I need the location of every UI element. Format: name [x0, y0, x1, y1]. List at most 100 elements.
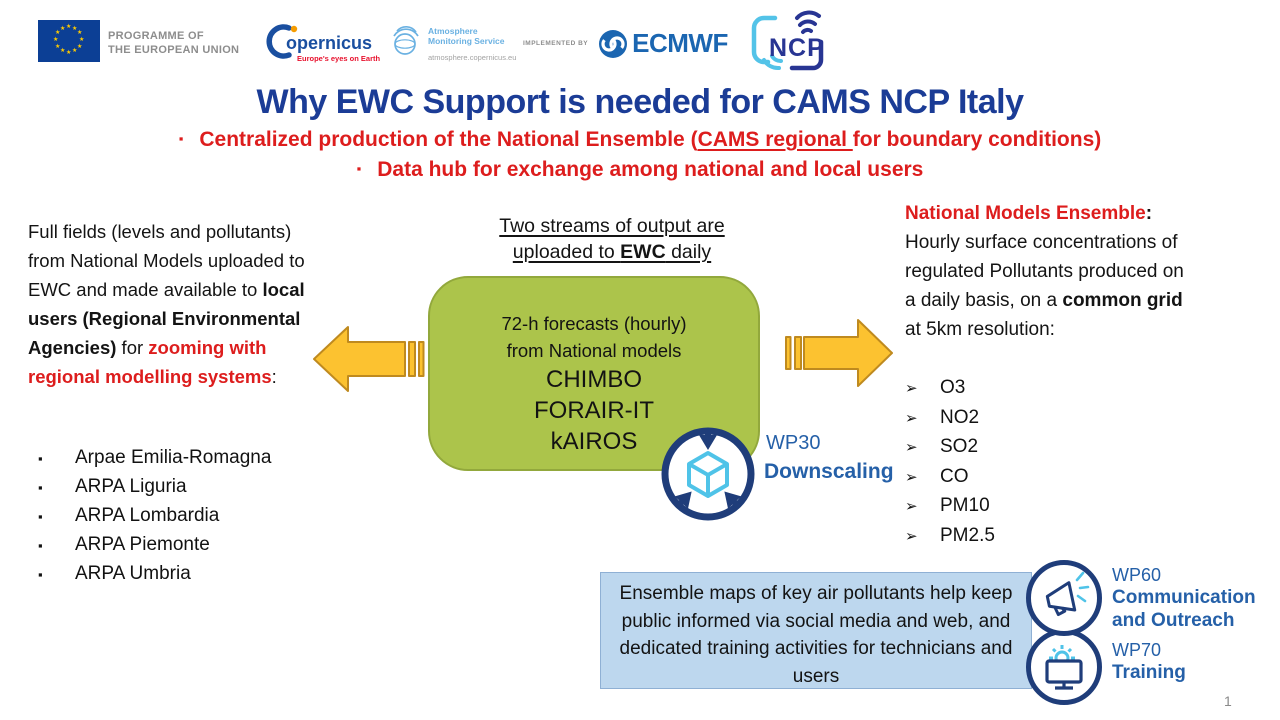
copernicus-swoosh-icon [266, 24, 292, 59]
list-item: ➢ SO2 [905, 436, 995, 466]
ecmwf-wordmark: ECMWF [632, 28, 728, 58]
page-title: Why EWC Support is needed for CAMS NCP I… [256, 83, 1025, 121]
cams-globe-icon [393, 25, 419, 55]
green-box-line1: 72-h forecasts (hourly) [501, 313, 687, 334]
eu-star-icon: ★ [60, 26, 66, 32]
copernicus-wordmark: opernicus [286, 33, 372, 53]
wp60-code: WP60 [1112, 565, 1162, 585]
key-point-1-post: for boundary conditions) [852, 128, 1102, 151]
pollutant-name: SO2 [940, 436, 979, 457]
page-number: 1 [1224, 693, 1232, 709]
eu-star-icon: ★ [77, 30, 83, 36]
eu-star-icon: ★ [72, 48, 78, 54]
eu-star-icon: ★ [66, 24, 72, 30]
pollutant-name: NO2 [940, 406, 980, 428]
cams-service-name: Atmosphere Monitoring Service [428, 26, 505, 46]
wp70-label: Training [1112, 662, 1186, 683]
ecmwf-globe-icon [599, 29, 628, 58]
arrow-bullet-icon: ➢ [905, 498, 918, 515]
eu-programme-line1: PROGRAMME OF [108, 30, 204, 42]
list-item: ▪ ARPA Piemonte [38, 534, 271, 563]
agency-name: ARPA Lombardia [75, 505, 220, 526]
callout-box: Ensemble maps of key air pollutants help… [600, 572, 1032, 689]
agency-list: ▪ Arpae Emilia-Romagna ▪ ARPA Liguria ▪ ARP… [38, 447, 271, 592]
key-point-1-underlined: CAMS regional [697, 128, 853, 151]
agency-name: Arpae Emilia-Romagna [75, 447, 272, 468]
square-bullet-icon: ▪ [38, 451, 43, 466]
right-intro-paragraph: National Models Ensemble: Hourly surface… [905, 199, 1190, 344]
square-bullet-icon: ▪ [356, 161, 362, 176]
eu-programme-text: PROGRAMME OF THE EUROPEAN UNION [108, 29, 239, 57]
square-bullet-icon: ▪ [38, 567, 43, 582]
agency-name: ARPA Piemonte [75, 534, 210, 555]
left-intro-paragraph: Full fields (levels and pollutants) from… [28, 217, 320, 391]
arrow-bullet-icon: ➢ [905, 409, 918, 427]
cams-service-line1: Atmosphere [428, 26, 478, 36]
list-item: ➢ PM10 [905, 495, 995, 525]
wp30-code: WP30 [766, 432, 821, 454]
striped-arrow-left-icon [313, 326, 425, 392]
ncp-left-bracket-icon [751, 15, 778, 65]
key-point-2-text: Data hub for exchange among national and… [377, 158, 924, 181]
ncp-right-bracket-icon [789, 39, 824, 71]
training-icon [1026, 629, 1102, 705]
square-bullet-icon: ▪ [178, 131, 184, 146]
center-heading-line2-pre: uploaded to [512, 241, 621, 263]
eu-flag-logo: ★ ★ ★ ★ ★ ★ ★ ★ ★ ★ ★ ★ [38, 20, 100, 62]
eu-star-icon: ★ [55, 30, 61, 36]
left-intro-seg2: for [116, 337, 149, 358]
center-heading: Two streams of output are uploaded to EW… [452, 213, 772, 265]
copernicus-sun-icon [290, 25, 298, 33]
model-name: CHIMBO [546, 366, 642, 393]
ncp-signal-top-icon [795, 10, 821, 34]
pollutant-name: PM2.5 [940, 524, 995, 546]
wp60-wp70-icons [1026, 560, 1102, 705]
eu-star-icon: ★ [66, 50, 72, 56]
right-heading-colon: : [1145, 203, 1153, 224]
wp60-label-line1: Communication [1112, 587, 1256, 608]
center-heading-line2-post: daily [665, 241, 712, 263]
agency-name: ARPA Liguria [75, 476, 187, 497]
list-item: ➢O3 [905, 377, 995, 407]
left-intro-seg1: Full fields (levels and pollutants) from… [28, 221, 305, 300]
key-point-1: ▪ Centralized production of the National … [0, 128, 1280, 152]
list-item: ➢ NO2 [905, 407, 995, 437]
eu-star-icon: ★ [79, 37, 85, 43]
left-intro-seg3: : [271, 366, 277, 387]
pollutant-list: ➢O3 ➢NO2 ➢SO2 ➢CO ➢PM10 ➢PM2.5 [905, 377, 995, 554]
cams-url: atmosphere.copernicus.eu [428, 53, 517, 62]
pollutant-name: PM10 [940, 495, 990, 516]
copernicus-logo: opernicus [266, 24, 372, 59]
center-heading-line2-bold: EWC [620, 241, 666, 263]
megaphone-icon [1026, 560, 1102, 636]
list-item: ➢CO [905, 466, 995, 496]
agency-name: ARPA Umbria [75, 563, 191, 584]
eu-star-icon: ★ [72, 26, 78, 32]
ncp-signal-bottom-icon [762, 54, 783, 71]
center-heading-line1: Two streams of output are [499, 215, 725, 237]
ncp-logo: NCP [751, 10, 825, 71]
downscaling-cube-icon [661, 427, 755, 521]
arrow-bullet-icon: ➢ [905, 439, 918, 456]
ncp-wordmark: NCP [769, 34, 825, 62]
copernicus-tagline: Europe's eyes on Earth [297, 54, 381, 63]
left-intro-red-bold: zooming with regional modelling systems [28, 337, 272, 387]
eu-star-icon: ★ [77, 44, 83, 50]
key-point-1-pre: Centralized production of the National E… [199, 128, 698, 151]
right-body-seg2: at 5km resolution: [905, 319, 1055, 340]
eu-star-icon: ★ [55, 44, 61, 50]
left-intro-bold: local users (Regional Environmental Agen… [28, 279, 305, 358]
square-bullet-icon: ▪ [38, 538, 43, 553]
square-bullet-icon: ▪ [38, 509, 43, 524]
right-heading-red: National Models Ensemble [905, 203, 1146, 224]
striped-arrow-right-icon [785, 319, 893, 387]
wp30-label: Downscaling [764, 460, 894, 483]
ecmwf-logo: IMPLEMENTED BY ECMWF [523, 28, 728, 59]
cams-service-line2: Monitoring Service [428, 36, 505, 46]
pollutant-name: CO [940, 465, 969, 487]
eu-programme-line2: THE EUROPEAN UNION [108, 44, 240, 56]
model-name: FORAIR-IT [534, 397, 654, 424]
list-item: ▪ Arpae Emilia-Romagna [38, 447, 271, 476]
wp70-code: WP70 [1112, 640, 1162, 660]
